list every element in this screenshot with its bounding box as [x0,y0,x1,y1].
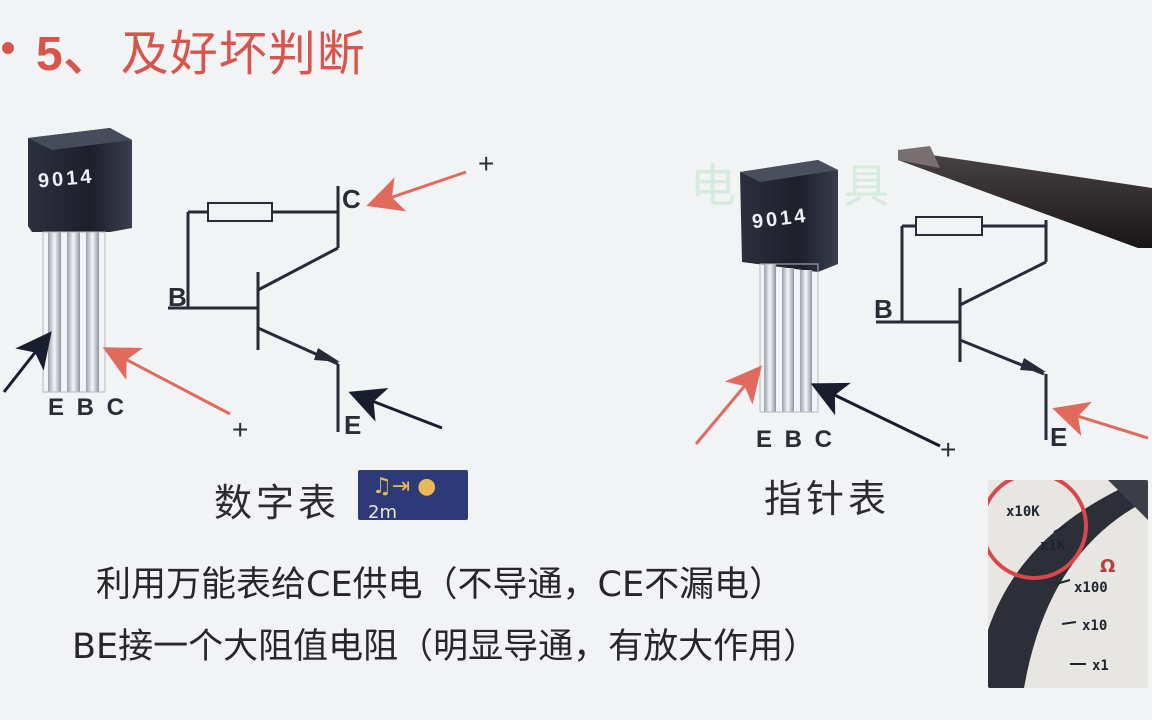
right-transistor-package [740,160,838,413]
buzzer-diode-icon: ♫⇥ ● [372,474,437,499]
left-transistor-marking: 9014 [37,165,96,193]
digital-meter-label: 数字表 [214,481,341,525]
title-text: 及好坏判断 [120,26,366,82]
title-number: 5、 [36,28,113,81]
slide-title: 5、及好坏判断 [36,14,366,84]
right-emitter-arrowhead [1020,358,1046,372]
ohm-symbol: Ω [1100,556,1115,577]
left-terminal-e: E [344,410,365,440]
right-terminal-e: E [1050,422,1071,452]
body-line-1: 利用万能表给CE供电（不导通，CE不漏电） [96,565,785,605]
range-x1: x1 [1092,658,1109,674]
range-x100: x100 [1074,580,1108,596]
left-arrow-e [348,388,443,430]
left-emitter-arrowhead [314,348,340,362]
title-bullet [2,42,14,54]
left-plus-bottom: + [232,414,252,445]
right-transistor-leads [759,263,819,413]
left-pin-labels: E B C [48,394,128,421]
meter-dial-graphic: x10K x1K x100 x10 x1 Ω [988,480,1148,688]
right-terminal-b: B [874,294,896,324]
right-arrow-pin-c [810,382,941,448]
analog-meter-label: 指针表 [764,477,891,521]
left-transistor-leads [42,231,106,393]
right-plus: + [940,434,960,465]
range-x10: x10 [1082,618,1107,634]
analog-meter-dial-photo: x10K x1K x100 x10 x1 Ω [988,480,1148,688]
range-x1k: x1K [1040,538,1066,554]
mode-icon-sub: 2m [368,502,397,520]
right-schematic [876,216,1048,440]
left-terminal-c: C [342,184,364,214]
right-arrow-pin-e [694,365,762,445]
left-arrow-pin-c [102,347,231,416]
left-transistor-package [28,128,132,393]
right-arrow-e [1052,401,1149,440]
pointer-pen [898,146,1152,248]
range-x10k: x10K [1006,504,1040,520]
diode-buzzer-mode-icon: ♫⇥ ● 2m [358,470,468,520]
left-terminal-b: B [168,282,190,312]
left-plus-top: + [478,148,498,179]
left-arrow-c [366,170,467,212]
right-pin-labels: E B C [756,426,836,453]
left-arrow-pin-e [2,331,52,393]
body-line-2: BE接一个大阻值电阻（明显导通，有放大作用） [72,627,819,667]
